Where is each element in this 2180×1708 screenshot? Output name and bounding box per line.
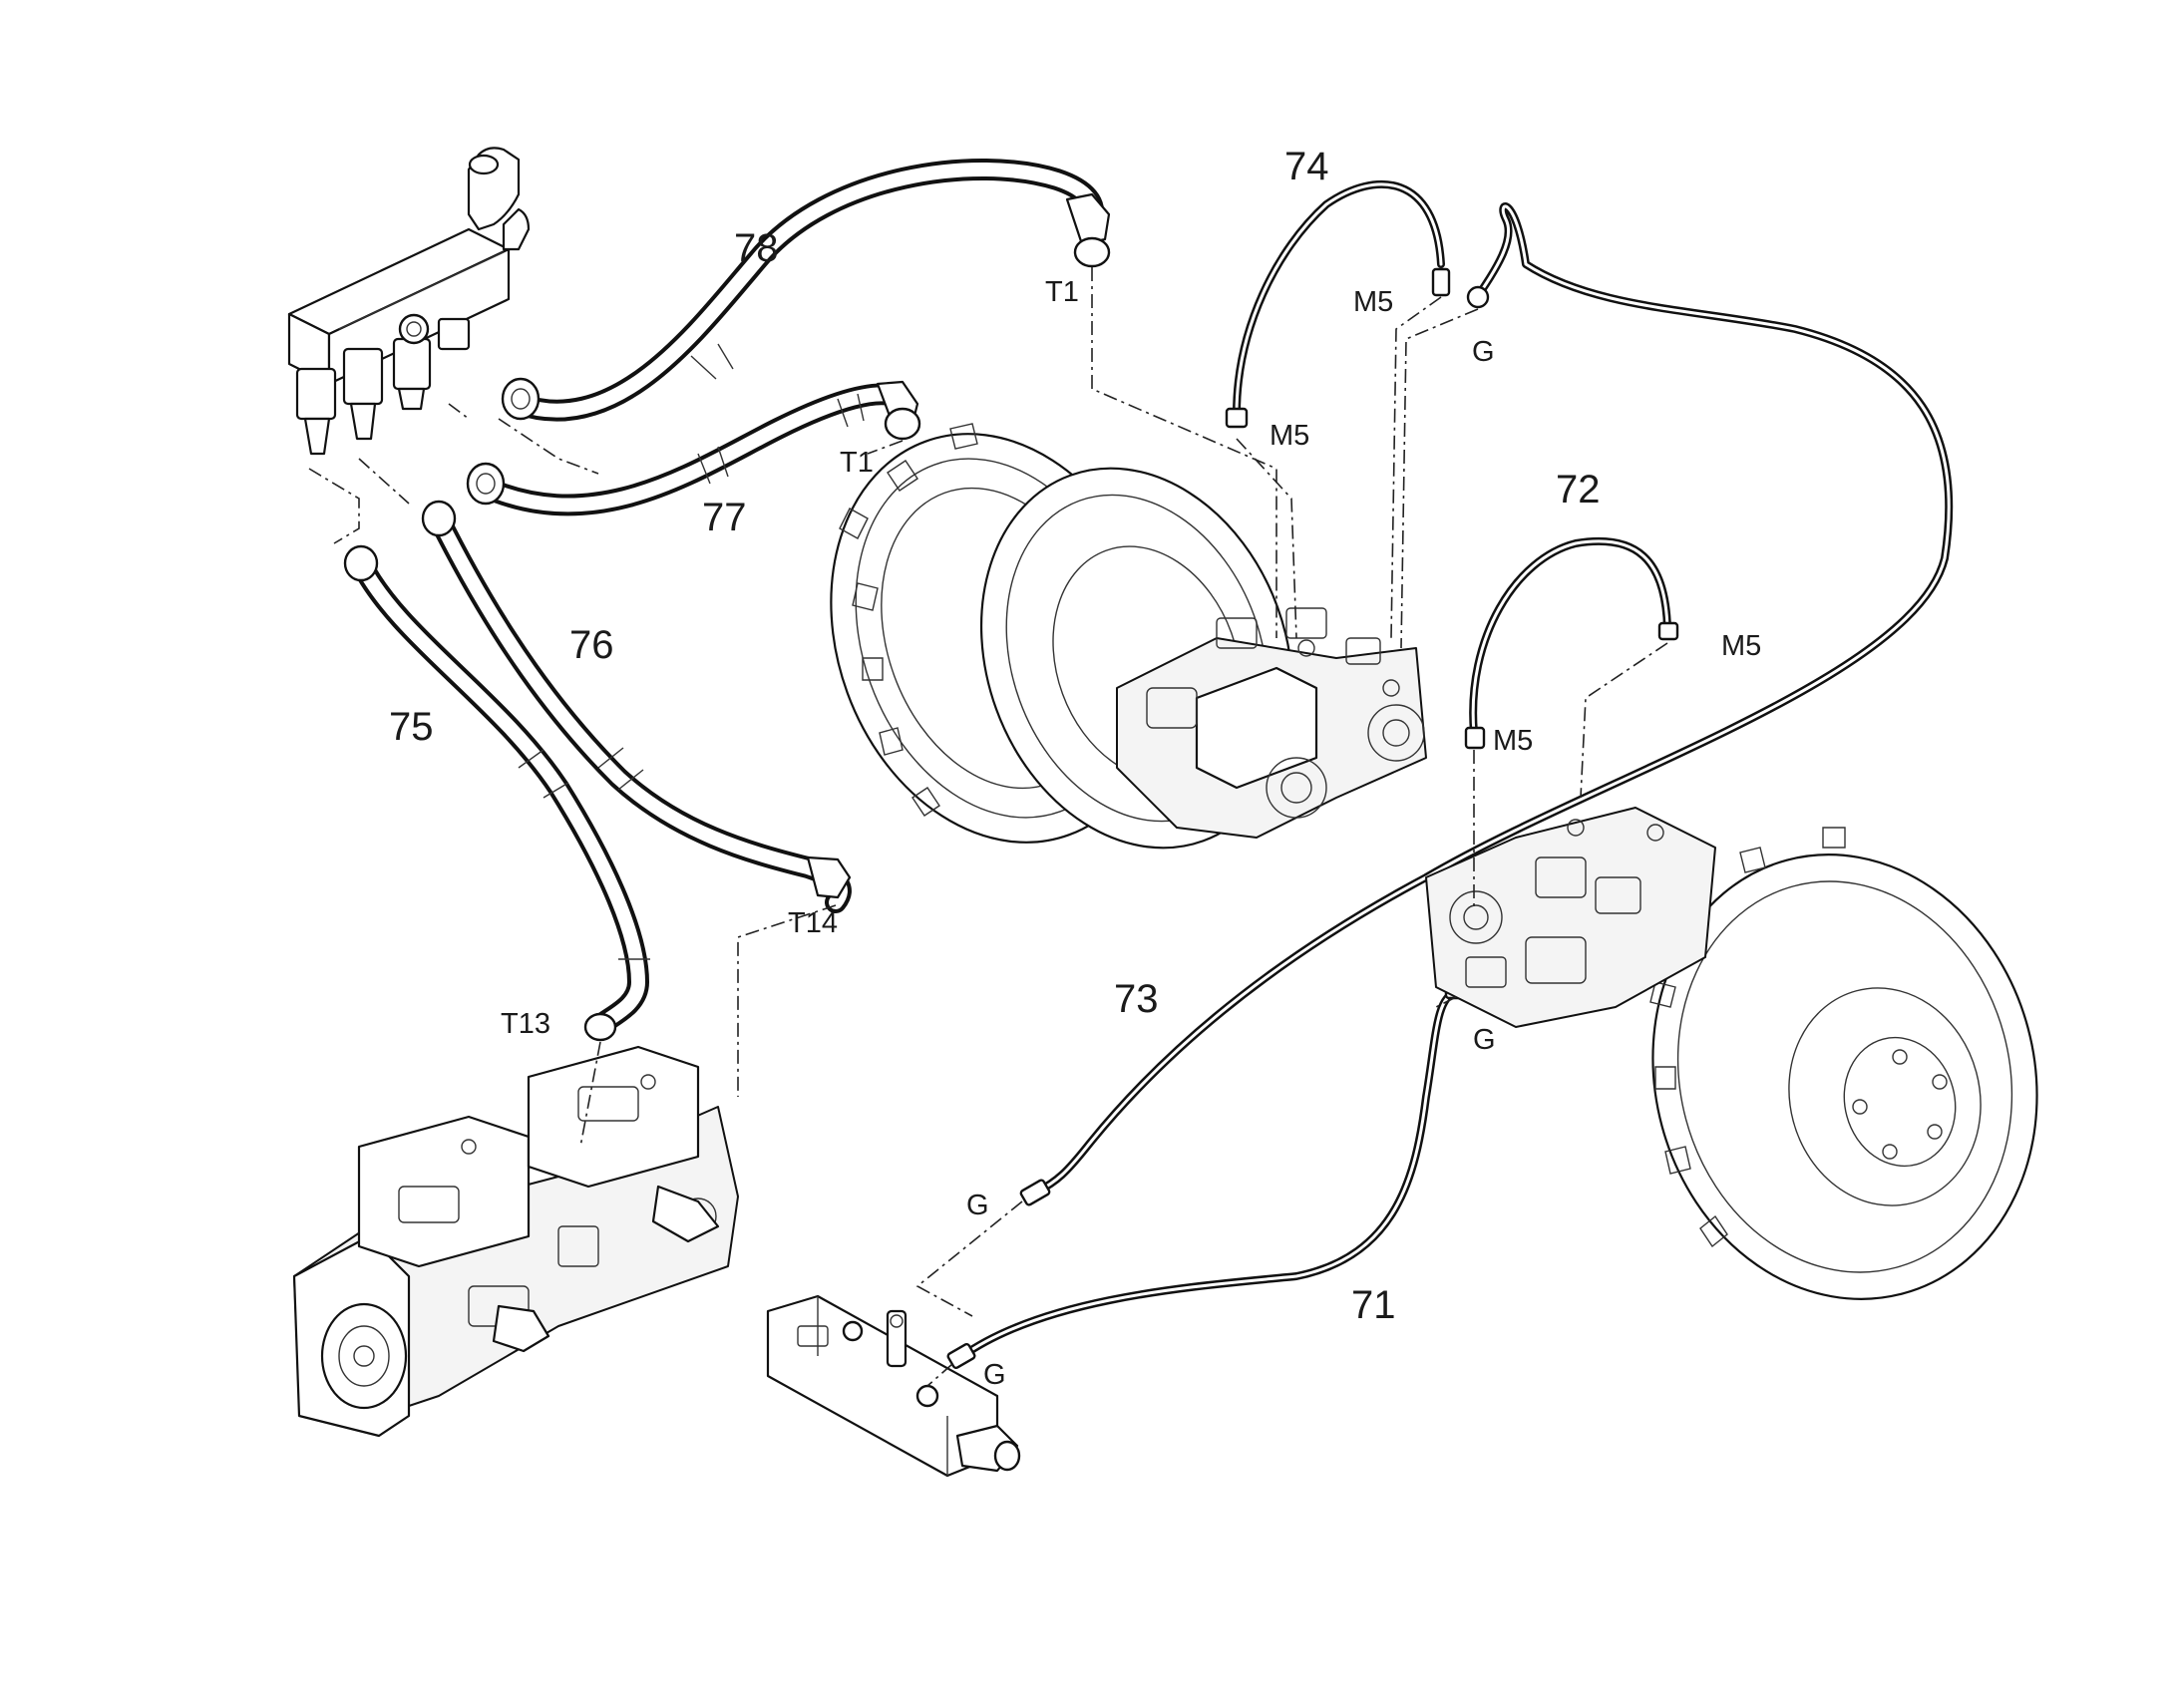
- port-label-g-bottom: G: [983, 1359, 1006, 1391]
- hose-74: [1225, 180, 1451, 429]
- port-label-m5-right: M5: [1721, 630, 1761, 662]
- port-label-g-top: G: [1472, 336, 1495, 368]
- valve-block: [766, 1294, 1021, 1478]
- callout-72: 72: [1556, 468, 1601, 512]
- travel-motor-lower: [1425, 807, 2038, 1300]
- hose-72: [1464, 536, 1679, 750]
- travel-motor-upper: [830, 423, 1427, 850]
- callout-76: 76: [569, 623, 614, 667]
- callout-71: 71: [1351, 1283, 1396, 1327]
- callout-75: 75: [389, 705, 434, 749]
- port-labels: T1 T1 M5 G M5 M5 M5 G G G T13 T14: [501, 276, 1761, 1391]
- port-label-t1-lower: T1: [840, 447, 874, 479]
- port-label-m5-right-lower: M5: [1493, 725, 1533, 757]
- hose-78: [501, 158, 1111, 422]
- manifold-block: [287, 147, 531, 456]
- port-label-t14: T14: [788, 907, 838, 939]
- hose-75: [343, 544, 650, 1042]
- port-label-t13: T13: [501, 1008, 550, 1040]
- callout-78: 78: [734, 226, 779, 270]
- leader-lines: [308, 267, 1668, 1387]
- port-label-t1-upper: T1: [1045, 276, 1079, 308]
- port-label-g-left: G: [966, 1190, 989, 1221]
- callout-73: 73: [1114, 977, 1159, 1021]
- hose-77: [466, 380, 921, 516]
- port-label-m5-top: M5: [1353, 286, 1393, 318]
- callout-74: 74: [1284, 145, 1329, 188]
- port-label-g-right: G: [1473, 1024, 1496, 1056]
- callout-labels: 78 77 76 75 74 73 72 71: [389, 145, 1601, 1327]
- hose-76: [421, 500, 852, 913]
- hydraulic-pump: [292, 1045, 739, 1438]
- callout-77: 77: [702, 496, 747, 539]
- hose-73: [1019, 202, 1954, 1206]
- port-label-m5-mid: M5: [1270, 420, 1309, 452]
